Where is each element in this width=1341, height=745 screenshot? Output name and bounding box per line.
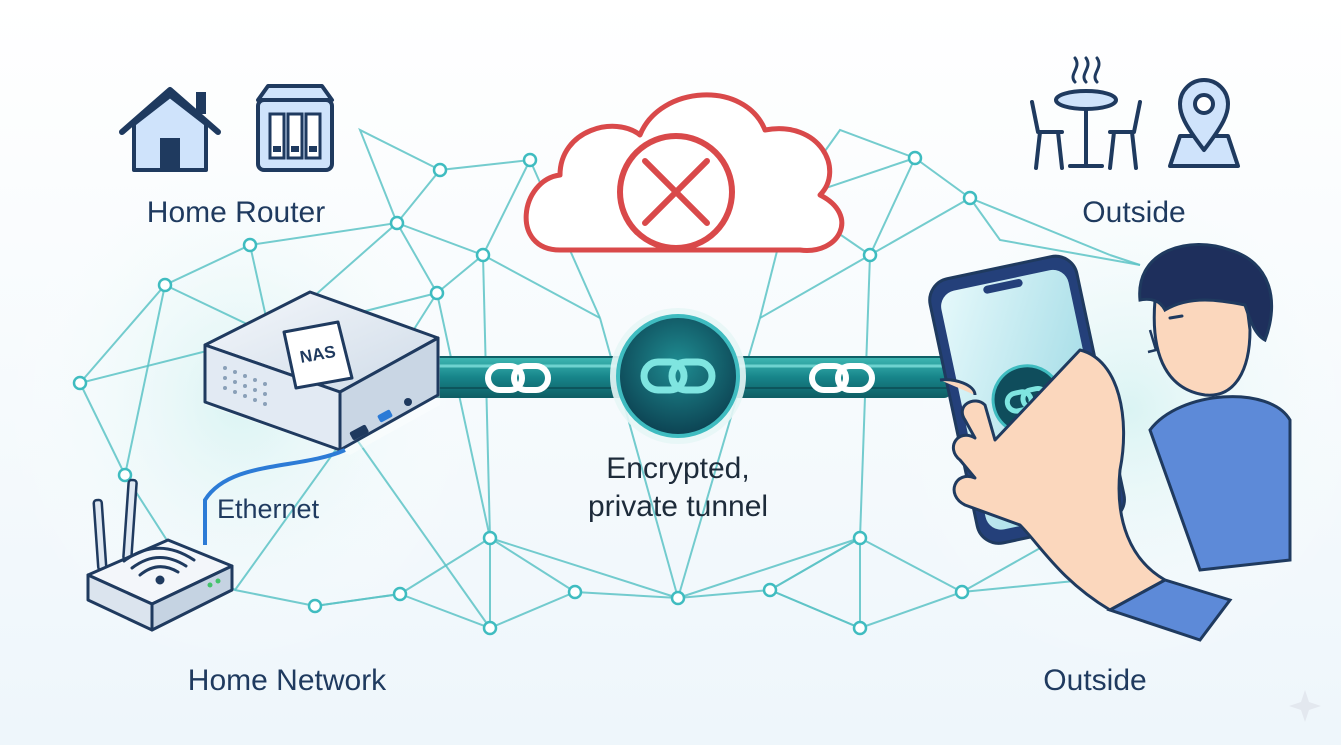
tunnel-hub <box>610 308 746 444</box>
house-icon <box>119 87 221 172</box>
wifi-router <box>86 478 234 632</box>
cafe-table-icon <box>1030 89 1142 170</box>
outside-top-label: Outside <box>1082 196 1185 229</box>
tunnel-label-line1: Encrypted, <box>606 452 749 485</box>
cloud-blocked-icon <box>523 92 845 253</box>
hand <box>939 348 1233 642</box>
nas-drive-icon <box>256 84 334 172</box>
map-pin-icon <box>1168 78 1240 168</box>
home-network-label: Home Network <box>188 664 387 697</box>
tunnel-label-line2: private tunnel <box>588 490 768 523</box>
ethernet-label: Ethernet <box>217 494 320 524</box>
chain-link-icon <box>485 363 551 393</box>
chain-link-icon <box>640 358 716 394</box>
sparkle-icon <box>1289 690 1321 722</box>
wifi-icon <box>122 546 196 585</box>
person <box>1138 242 1292 572</box>
outside-bottom-label: Outside <box>1043 664 1146 697</box>
chain-link-icon <box>809 363 875 393</box>
steam-icon <box>1071 56 1101 84</box>
ethernet-cable <box>203 448 346 545</box>
home-router-label: Home Router <box>147 196 325 229</box>
